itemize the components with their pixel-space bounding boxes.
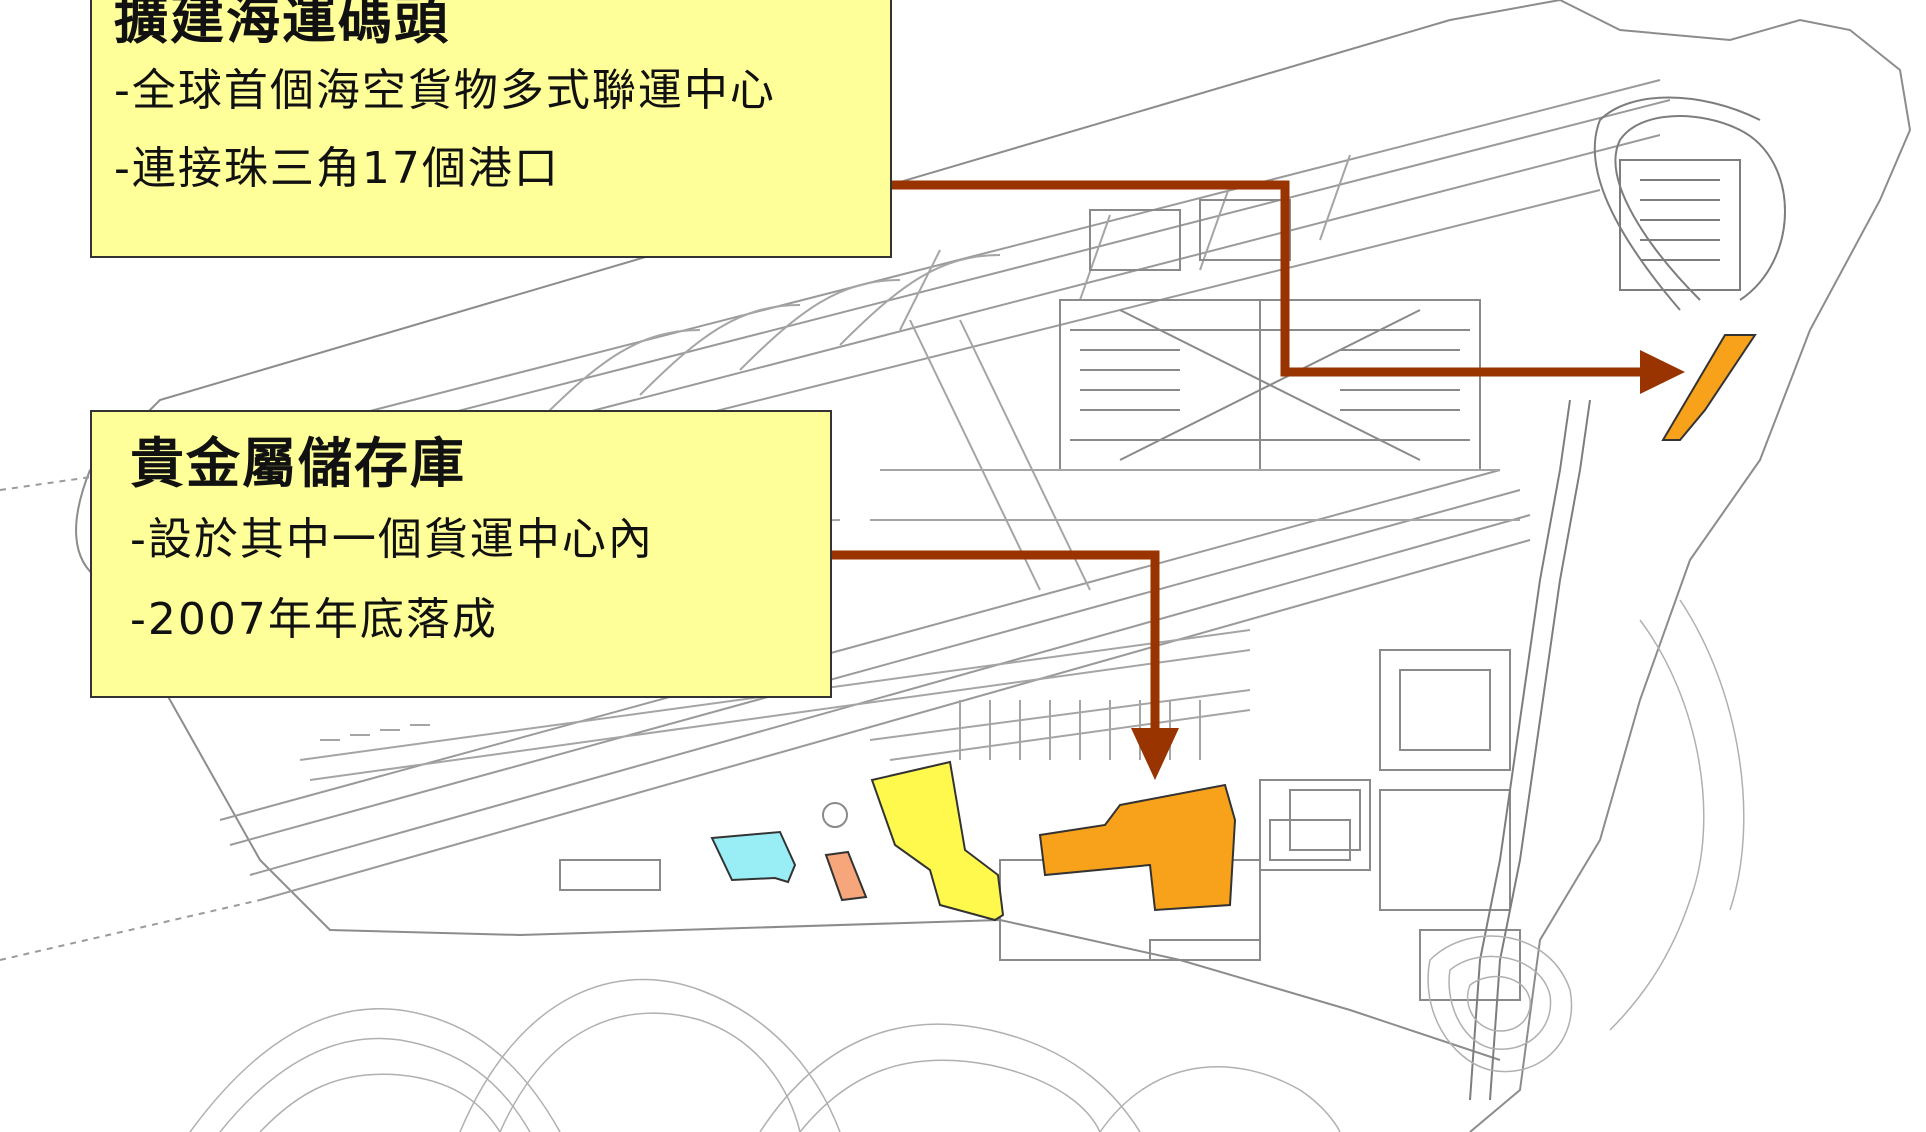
taxiway-links-north: [539, 154, 1351, 421]
sea-pier-plot: [1661, 334, 1757, 441]
precious-metals-title: 貴金屬儲存庫: [130, 432, 466, 495]
cargo-terminal-plot: [1038, 783, 1237, 912]
precious-metals-point-2: -2007年年底落成: [130, 594, 498, 645]
salmon-plot: [824, 850, 868, 902]
island-outline: [75, 0, 1912, 1132]
hill-contours: [189, 599, 1745, 1132]
sea-pier-point-2: -連接珠三角17個港口: [114, 143, 560, 194]
support-buildings: [559, 649, 1521, 1001]
sea-pier-callout: 擴建海運碼頭 -全球首個海空貨物多式聯運中心 -連接珠三角17個港口: [90, 0, 892, 258]
passenger-terminal: [1059, 199, 1481, 471]
arrow-to-sea-pier: [892, 180, 1685, 394]
yellow-plot: [870, 760, 1005, 922]
precious-metals-point-1: -設於其中一個貨運中心內: [130, 514, 654, 565]
cyan-plot: [710, 830, 797, 884]
road-loop: [1469, 96, 1786, 1101]
precious-metals-callout: 貴金屬儲存庫 -設於其中一個貨運中心內 -2007年年底落成: [90, 410, 832, 698]
sea-pier-title: 擴建海運碼頭: [114, 0, 450, 51]
arrow-to-vault: [832, 550, 1179, 780]
runways: [0, 79, 1671, 961]
sea-pier-point-1: -全球首個海空貨物多式聯運中心: [114, 65, 776, 116]
